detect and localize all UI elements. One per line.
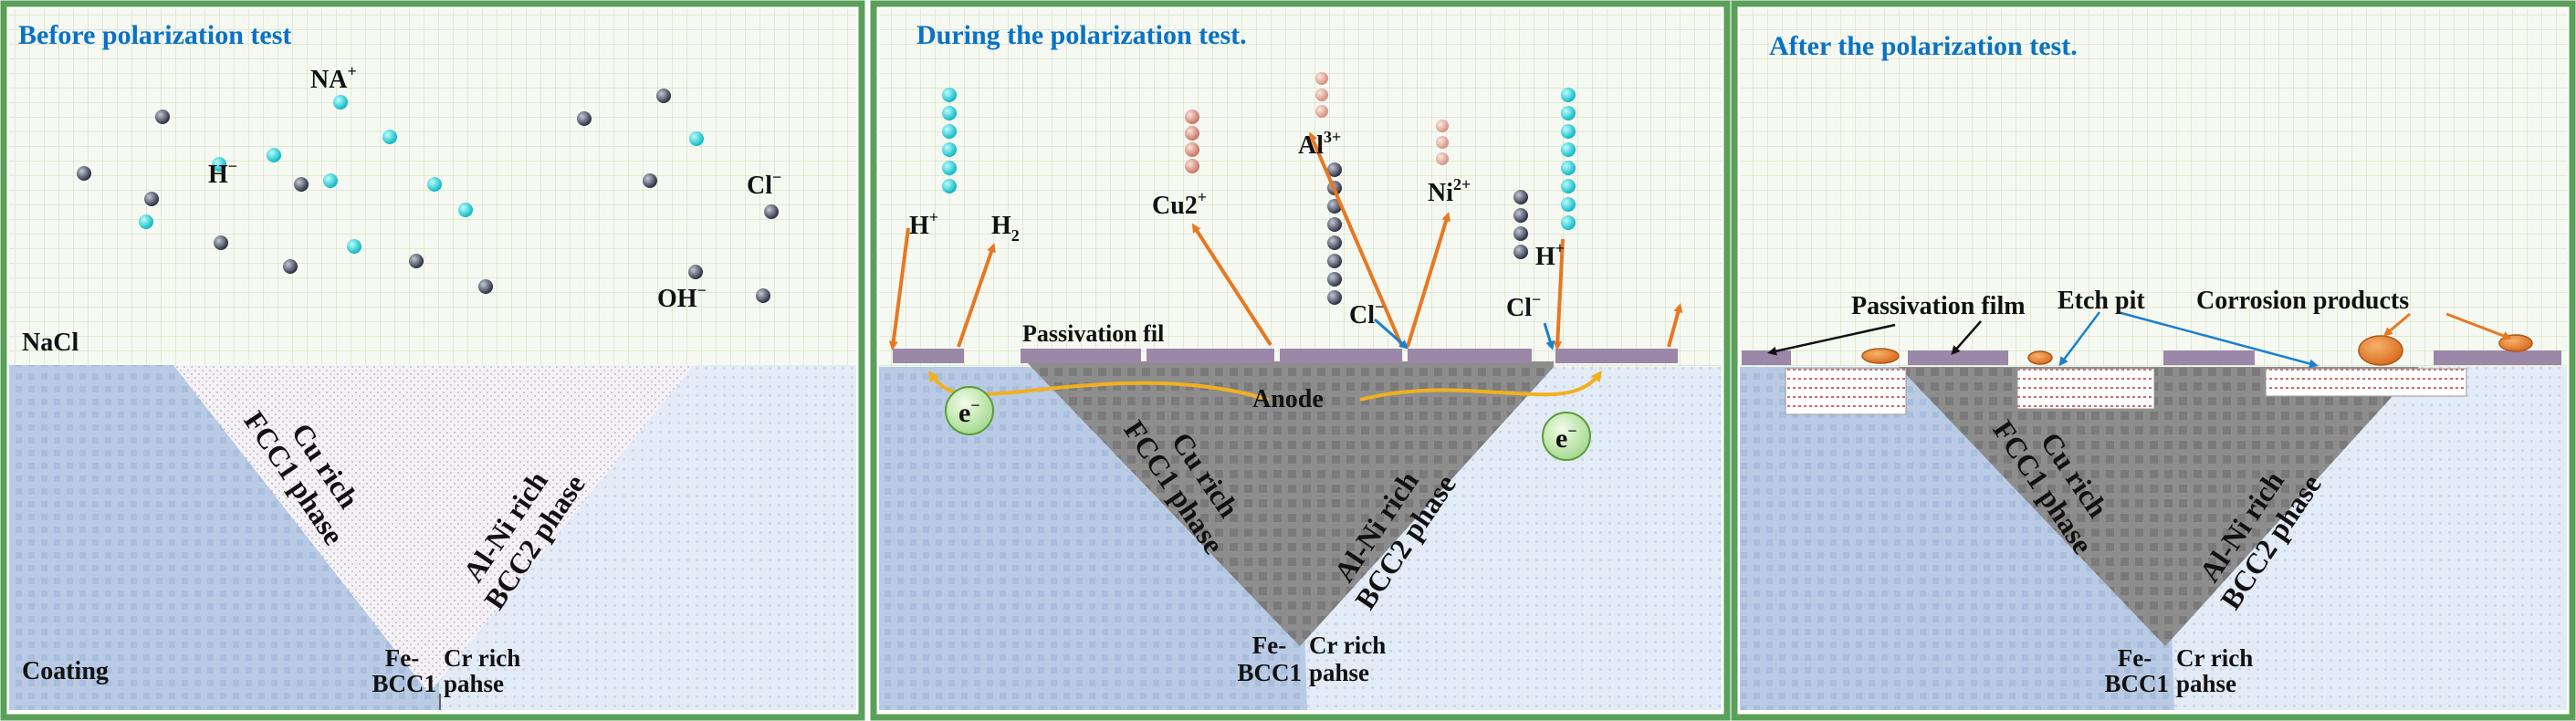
fe-bcc1-label: Fe- BCC1 [372, 644, 436, 697]
cl-label-mid: Cl− [1349, 298, 1384, 329]
panel-during: e− e− During the polarization test. H+ H… [870, 0, 1731, 721]
h-plus-stack-right [1561, 88, 1576, 230]
anode-label: Anode [1252, 385, 1324, 413]
dark-ions [77, 89, 779, 303]
svg-text:e−: e− [1555, 422, 1577, 454]
bcc2-phase-region [427, 365, 694, 694]
cl-stack-right [1513, 190, 1528, 259]
h-plus-stack-left [942, 88, 957, 193]
h-ion-label: H− [208, 157, 237, 189]
h2-label: H2 [991, 212, 1020, 245]
fcc1-phase-region [173, 365, 429, 694]
svg-text:e−: e− [958, 396, 980, 428]
panel-before-title: Before polarization test [18, 20, 291, 50]
passivation-film [1742, 350, 2561, 365]
cl-stack-mid [1327, 162, 1342, 305]
panel-during-frame [870, 0, 1731, 721]
anode-region-lower [1026, 361, 1554, 646]
cyan-ions [139, 95, 704, 254]
electron-right: e− [1542, 412, 1591, 461]
ni-ion-stack [1436, 120, 1449, 165]
al-ion-stack [1315, 72, 1328, 118]
cr-rich-label: Cr rich pahse [444, 644, 527, 697]
coating-label: Coating [22, 657, 109, 685]
panel-before-frame [0, 0, 865, 721]
corrosion-products [1861, 334, 2533, 366]
al-ion-label: Al3+ [1298, 128, 1341, 160]
cl-label-right: Cl− [1506, 290, 1541, 322]
corrosion-pointers [2382, 312, 2512, 340]
cr-rich-label: Cr rich pahse [2176, 644, 2259, 697]
nacl-label: NaCl [22, 329, 79, 357]
panel-after-title: After the polarization test. [1769, 31, 2078, 61]
solution-region [879, 9, 1722, 367]
fe-bcc1-label: Fe- BCC1 [1237, 632, 1302, 686]
h-plus-label-right: H+ [1535, 239, 1565, 271]
passivation-film [893, 349, 1678, 363]
electron-left: e− [945, 386, 994, 435]
oh-ion-label: OH− [657, 281, 707, 313]
panel-before: Before polarization test NA+ H− Cl− OH− … [0, 0, 865, 721]
cl-attack-arrows [1374, 318, 1555, 350]
na-ion-label: NA+ [310, 62, 357, 94]
solution-region [1740, 9, 2567, 367]
cu-ion-label: Cu2+ [1152, 188, 1207, 220]
panel-after-frame [1731, 0, 2576, 721]
panel-during-title: During the polarization test. [916, 20, 1247, 50]
h-plus-label-left: H+ [909, 208, 938, 240]
passivation-label: Passivation film [1851, 292, 2026, 320]
ni-ion-label: Ni2+ [1428, 175, 1471, 207]
passivation-pointers [1767, 320, 1982, 356]
etch-pits [1785, 368, 2467, 415]
passivation-label: Passivation fil [1022, 320, 1164, 347]
cu-ion-stack [1185, 110, 1199, 173]
cl-ion-label: Cl− [747, 168, 781, 200]
reaction-arrows [888, 131, 1683, 350]
panel-after: After the polarization test. Passivation… [1731, 0, 2576, 721]
corrosion-label: Corrosion products [2196, 287, 2409, 315]
cr-rich-label: Cr rich pahse [1309, 632, 1392, 686]
etch-pit-pointers [2058, 310, 2319, 369]
anode-region [1899, 367, 2419, 646]
etch-pit-label: Etch pit [2058, 287, 2145, 315]
fe-bcc1-label: Fe- BCC1 [2104, 644, 2169, 697]
